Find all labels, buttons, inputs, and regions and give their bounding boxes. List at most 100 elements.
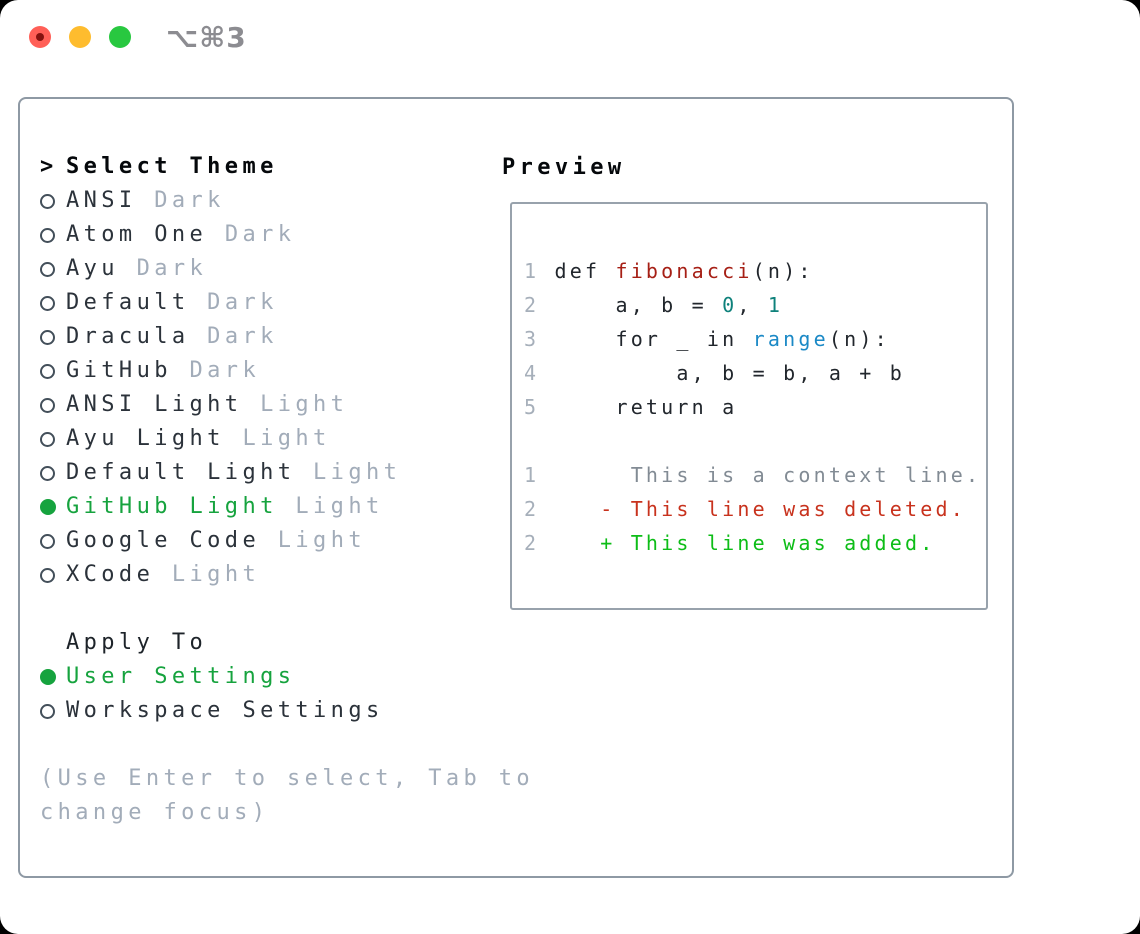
code-segment: - This line was deleted. bbox=[554, 497, 966, 521]
theme-option[interactable]: Google Code Light bbox=[40, 524, 534, 558]
diff-line: 2 + This line was added. bbox=[524, 526, 978, 560]
radio-selected-icon bbox=[40, 499, 56, 515]
line-number: 1 bbox=[524, 259, 555, 283]
code-segment: (n): bbox=[752, 259, 814, 283]
radio-icon bbox=[40, 261, 55, 277]
diff-line: 2 - This line was deleted. bbox=[524, 492, 978, 526]
code-line: 2 a, b = 0, 1 bbox=[524, 288, 978, 322]
radio-icon bbox=[40, 329, 55, 345]
code-line: 4 a, b = b, a + b bbox=[524, 356, 978, 390]
theme-option[interactable]: XCode Light bbox=[40, 558, 534, 592]
radio-icon bbox=[40, 397, 55, 413]
theme-option[interactable]: Default Light Light bbox=[40, 456, 534, 490]
radio-icon bbox=[40, 703, 55, 719]
code-line: 5 return a bbox=[524, 390, 978, 424]
close-button[interactable] bbox=[29, 26, 51, 48]
theme-option[interactable]: Ayu Light Light bbox=[40, 422, 534, 456]
zoom-button[interactable] bbox=[109, 26, 131, 48]
theme-name: Default bbox=[66, 290, 190, 315]
code-segment: 0 bbox=[722, 293, 738, 317]
theme-variant: Dark bbox=[118, 256, 208, 281]
theme-variant: Light bbox=[154, 562, 261, 587]
code-segment: This is a context line. bbox=[554, 463, 982, 487]
line-number: 2 bbox=[524, 497, 555, 521]
apply-to-name: User Settings bbox=[66, 664, 296, 689]
radio-icon bbox=[40, 193, 55, 209]
theme-variant: Light bbox=[260, 528, 366, 553]
theme-variant: Dark bbox=[171, 358, 261, 383]
code-segment: return a bbox=[554, 395, 738, 419]
theme-variant: Dark bbox=[189, 324, 278, 349]
line-number: 1 bbox=[524, 463, 555, 487]
code-segment: range bbox=[752, 327, 829, 351]
theme-option[interactable]: GitHub Dark bbox=[40, 354, 534, 388]
code-segment: (n): bbox=[828, 327, 890, 351]
theme-name: GitHub Light bbox=[66, 494, 278, 519]
code-segment: + This line was added. bbox=[554, 531, 936, 555]
radio-cell bbox=[40, 193, 66, 209]
line-number: 5 bbox=[524, 395, 555, 419]
theme-name: Default Light bbox=[66, 460, 296, 485]
help-line: (Use Enter to select, Tab to bbox=[40, 766, 535, 791]
theme-name: Ayu Light bbox=[66, 426, 225, 451]
apply-to-title: Apply To bbox=[66, 630, 208, 655]
minimize-button[interactable] bbox=[69, 26, 91, 48]
spacer bbox=[40, 592, 534, 626]
preview-title: Preview bbox=[502, 154, 626, 180]
code-line: 3 for _ in range(n): bbox=[524, 322, 978, 356]
theme-option[interactable]: ANSI Dark bbox=[40, 184, 534, 218]
theme-name: Dracula bbox=[66, 324, 190, 349]
code-segment: , bbox=[737, 293, 768, 317]
radio-cell bbox=[40, 295, 66, 311]
theme-option[interactable]: ANSI Light Light bbox=[40, 388, 534, 422]
code-segment: a, b = bbox=[554, 293, 723, 317]
theme-option[interactable]: Ayu Dark bbox=[40, 252, 534, 286]
theme-variant: Dark bbox=[189, 290, 278, 315]
theme-option[interactable]: GitHub Light Light bbox=[40, 490, 534, 524]
theme-variant: Light bbox=[295, 460, 402, 485]
code-segment: 1 bbox=[767, 293, 784, 317]
theme-list-title: Select Theme bbox=[66, 154, 278, 179]
line-number: 4 bbox=[524, 361, 555, 385]
radio-cell bbox=[40, 703, 66, 719]
code-segment: def bbox=[554, 259, 616, 283]
line-number: 3 bbox=[524, 327, 555, 351]
theme-name: ANSI bbox=[66, 188, 137, 213]
apply-to-name: Workspace Settings bbox=[66, 698, 384, 723]
apply-to-option[interactable]: Workspace Settings bbox=[40, 694, 534, 728]
spacer bbox=[40, 728, 534, 762]
radio-selected-icon bbox=[40, 669, 56, 685]
radio-cell bbox=[40, 227, 66, 243]
radio-cell bbox=[40, 567, 66, 583]
blank-line bbox=[524, 424, 978, 458]
theme-name: GitHub bbox=[66, 358, 172, 383]
radio-cell bbox=[40, 499, 66, 515]
theme-option[interactable]: Atom One Dark bbox=[40, 218, 534, 252]
theme-name: Ayu bbox=[66, 256, 119, 281]
radio-cell bbox=[40, 465, 66, 481]
radio-cell bbox=[40, 261, 66, 277]
close-dot-icon bbox=[36, 33, 44, 41]
apply-to-option[interactable]: User Settings bbox=[40, 660, 534, 694]
theme-name: Atom One bbox=[66, 222, 208, 247]
theme-variant: Light bbox=[224, 426, 331, 451]
theme-name: Google Code bbox=[66, 528, 261, 553]
theme-variant: Light bbox=[242, 392, 349, 417]
radio-icon bbox=[40, 431, 55, 447]
code-segment: fibonacci bbox=[615, 259, 753, 283]
theme-option[interactable]: Default Dark bbox=[40, 286, 534, 320]
radio-icon bbox=[40, 567, 55, 583]
code-line: 1 def fibonacci(n): bbox=[524, 254, 978, 288]
theme-name: ANSI Light bbox=[66, 392, 243, 417]
help-line: change focus) bbox=[40, 800, 270, 825]
titlebar: ⌥⌘3 bbox=[0, 0, 1140, 74]
theme-option[interactable]: Dracula Dark bbox=[40, 320, 534, 354]
prompt-cell: > bbox=[40, 150, 66, 184]
theme-variant: Dark bbox=[207, 222, 296, 247]
radio-icon bbox=[40, 363, 55, 379]
radio-icon bbox=[40, 227, 55, 243]
radio-cell bbox=[40, 431, 66, 447]
